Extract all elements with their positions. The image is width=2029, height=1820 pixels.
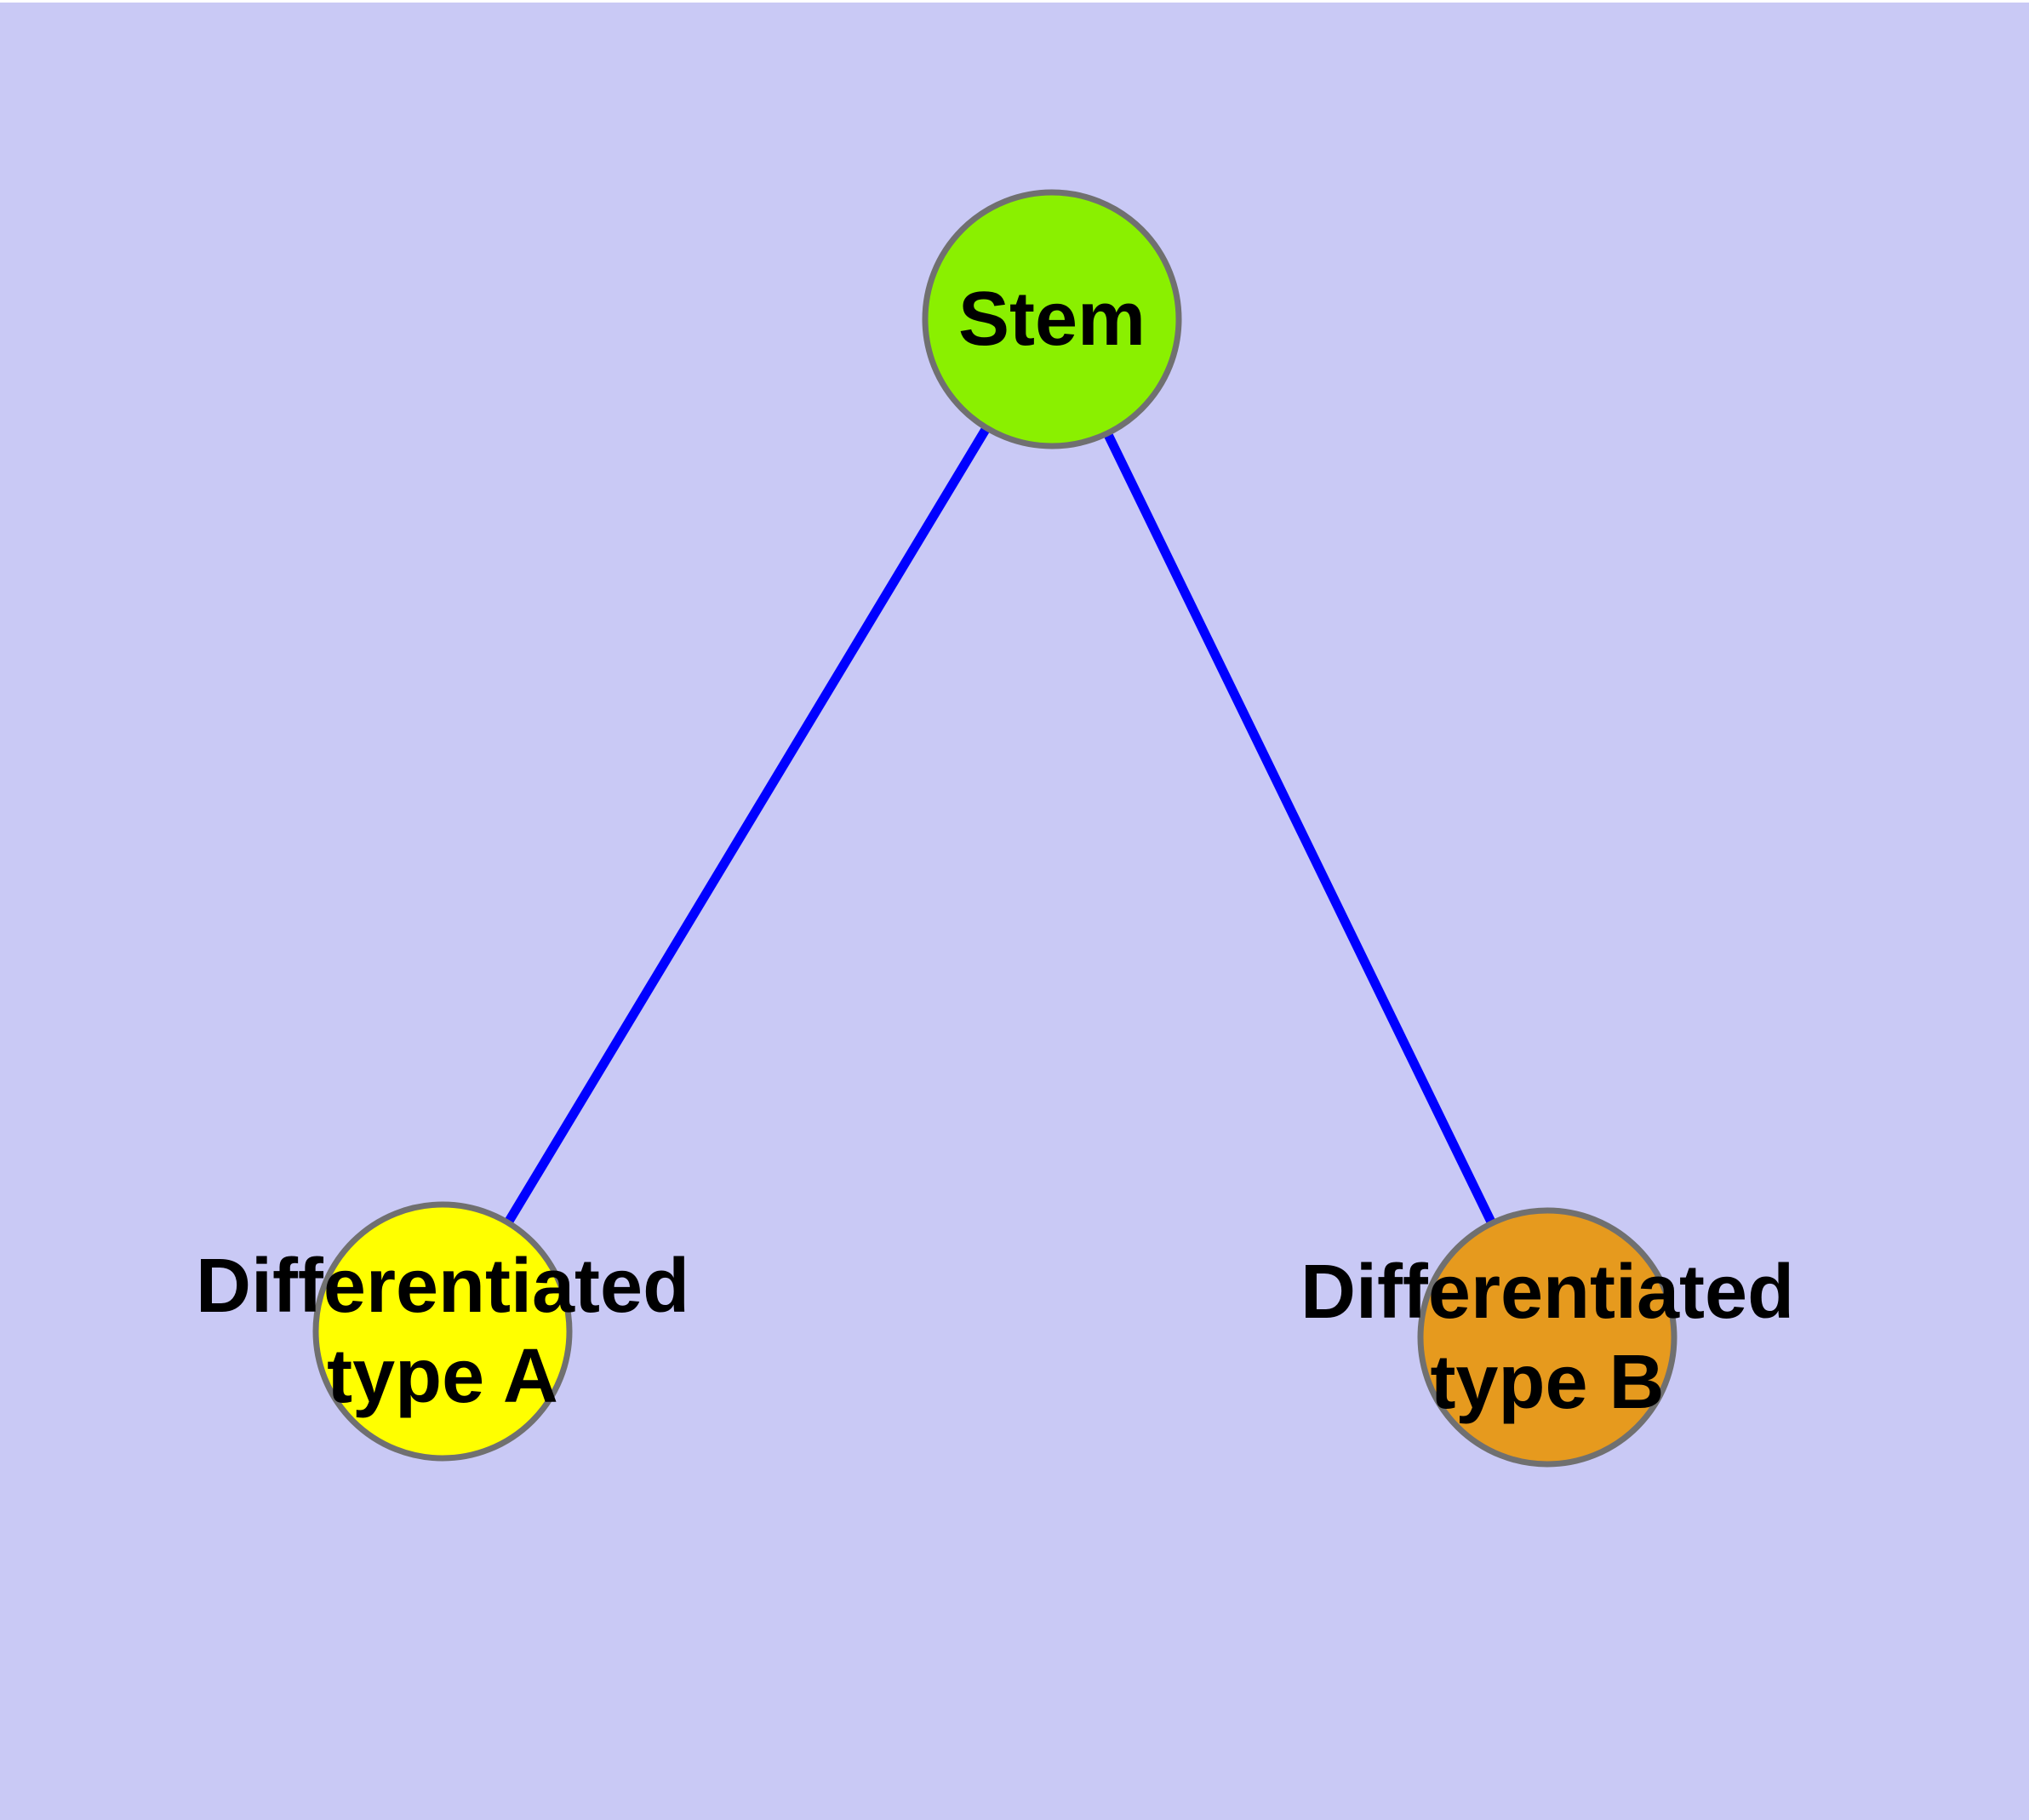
node-typeB-circle <box>1417 1207 1677 1468</box>
node-typeA-circle <box>312 1201 573 1462</box>
node-stem-circle <box>922 189 1182 449</box>
top-edge-strip <box>0 0 2029 3</box>
edge-stem-to-typeB <box>1048 317 1552 1340</box>
edge-stem-to-typeA <box>438 317 1056 1334</box>
